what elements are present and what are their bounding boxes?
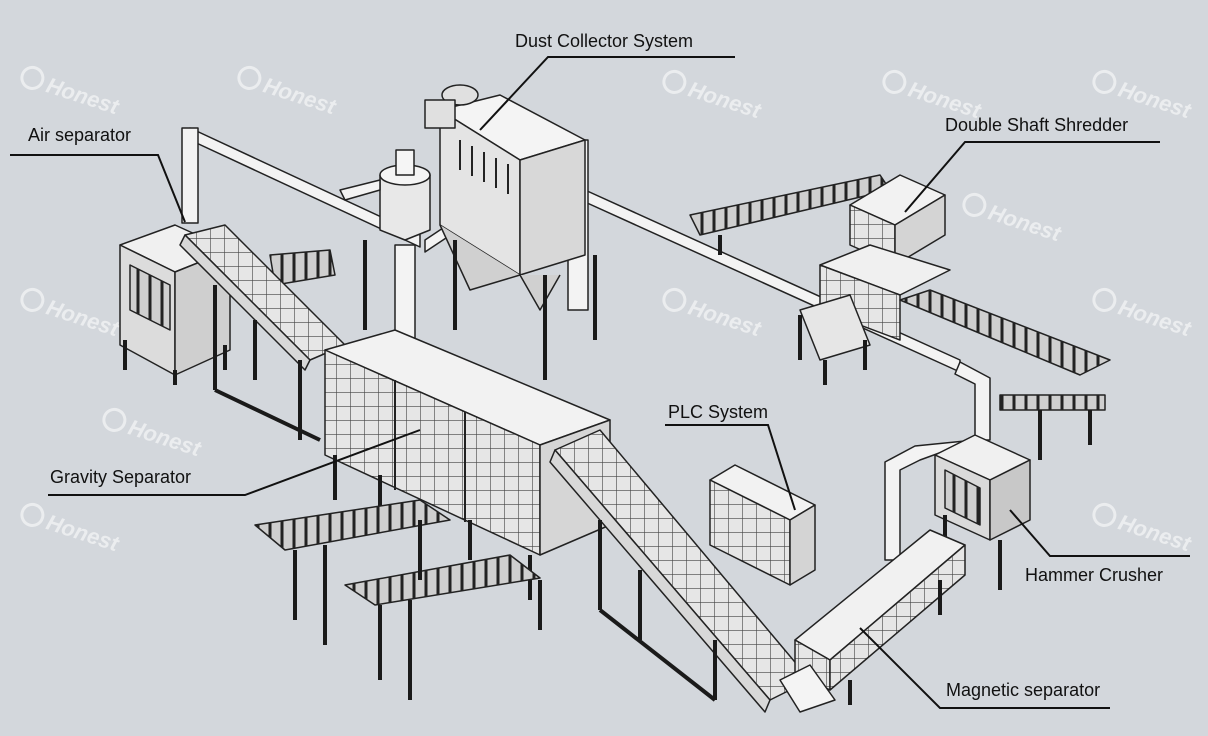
leader-line-magnetic [859, 627, 1110, 709]
label-magnetic-separator: Magnetic separator [946, 680, 1101, 700]
hammer-crusher-machine [934, 434, 1031, 590]
magnetic-separator-machine [779, 529, 966, 713]
gravity-separator-machine [254, 329, 611, 700]
incline-conveyor-left [179, 224, 346, 442]
leader-line-dust-collector [479, 56, 735, 131]
leader-line-gravity [48, 429, 421, 496]
leader-line-air-separator [10, 154, 186, 223]
dust-collector-machine [339, 84, 597, 380]
label-plc-system: PLC System [668, 402, 769, 422]
label-double-shaft-shredder: Double Shaft Shredder [945, 115, 1129, 135]
label-gravity-separator: Gravity Separator [50, 467, 192, 487]
leader-line-hammer-crusher [1009, 509, 1190, 557]
label-air-separator: Air separator [28, 125, 132, 145]
double-shaft-shredder-machine [689, 174, 951, 385]
right-belt-conveyor [899, 289, 1111, 460]
leader-line-shredder [904, 141, 1160, 213]
plc-cabinet [709, 464, 816, 586]
label-dust-collector-system: Dust Collector System [515, 31, 694, 51]
label-hammer-crusher: Hammer Crusher [1025, 565, 1164, 585]
leader-line-plc [665, 424, 796, 511]
